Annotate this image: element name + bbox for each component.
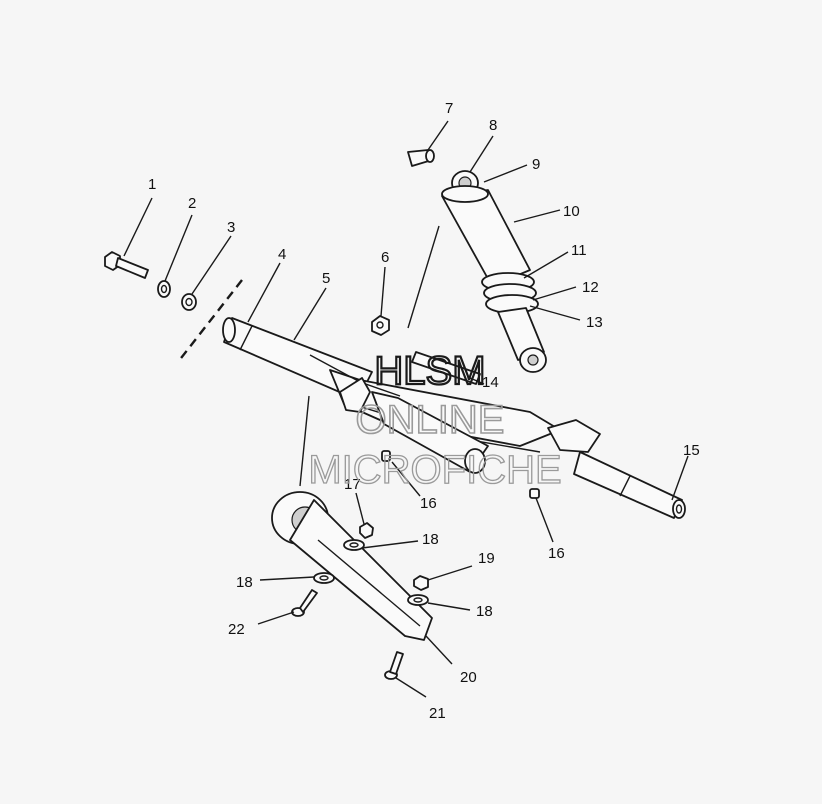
callout-labels: 1 2 3 4 5 6 7 8 9 10 11 12 13 14 15 16 1… [148, 100, 700, 722]
callout-16-left: 16 [420, 495, 437, 512]
callout-22: 22 [228, 621, 245, 638]
callout-6: 6 [381, 249, 389, 266]
part-18-washer-left [313, 572, 335, 584]
part-7-sleeve [407, 149, 435, 167]
callout-21: 21 [429, 705, 446, 722]
part-3-washer [181, 293, 197, 311]
callout-18-upper: 18 [422, 531, 439, 548]
callout-leaders [123, 120, 689, 698]
part-20-shield [271, 491, 433, 641]
part-1-bolt [104, 251, 149, 279]
callout-10: 10 [563, 203, 580, 220]
watermark: HLSM ONLINE MICROFICHE [308, 348, 563, 493]
callout-20: 20 [460, 669, 477, 686]
part-21-bolt [384, 651, 404, 680]
callout-1: 1 [148, 176, 156, 193]
callout-18-right: 18 [476, 603, 493, 620]
callout-16-right: 16 [548, 545, 565, 562]
callout-5: 5 [322, 270, 330, 287]
part-19-nut [413, 575, 429, 591]
part-22-bolt [291, 589, 318, 617]
callout-7: 7 [445, 100, 453, 117]
alignment-dash-line [177, 279, 243, 363]
callout-11: 11 [571, 242, 587, 259]
callout-2: 2 [188, 195, 196, 212]
part-18-washer-right [407, 594, 429, 606]
callout-12: 12 [582, 279, 599, 296]
part-10-shock-absorber [441, 170, 547, 373]
callout-14: 14 [482, 374, 499, 391]
part-6-nut [371, 315, 390, 336]
callout-9: 9 [532, 156, 540, 173]
part-16-fitting-right [529, 488, 540, 499]
part-2-washer [157, 280, 171, 298]
callout-8: 8 [489, 117, 497, 134]
watermark-line-3: MICROFICHE [308, 448, 561, 492]
shock-mount-leader [407, 225, 440, 329]
callout-4: 4 [278, 246, 286, 263]
part-18-washer-upper [343, 539, 365, 551]
callout-19: 19 [478, 550, 495, 567]
part-16-fitting-left [381, 450, 391, 462]
part-14-pin [411, 351, 481, 385]
callout-15: 15 [683, 442, 700, 459]
watermark-line-2: ONLINE [356, 398, 505, 442]
callout-17: 17 [344, 476, 361, 493]
callout-18-left: 18 [236, 574, 253, 591]
part-17-nut [359, 522, 374, 539]
watermark-line-1: HLSM [374, 349, 485, 393]
part-4-5-15-axle-assembly [222, 317, 686, 519]
shield-leader [299, 395, 310, 487]
callout-13: 13 [586, 314, 603, 331]
callout-3: 3 [227, 219, 235, 236]
